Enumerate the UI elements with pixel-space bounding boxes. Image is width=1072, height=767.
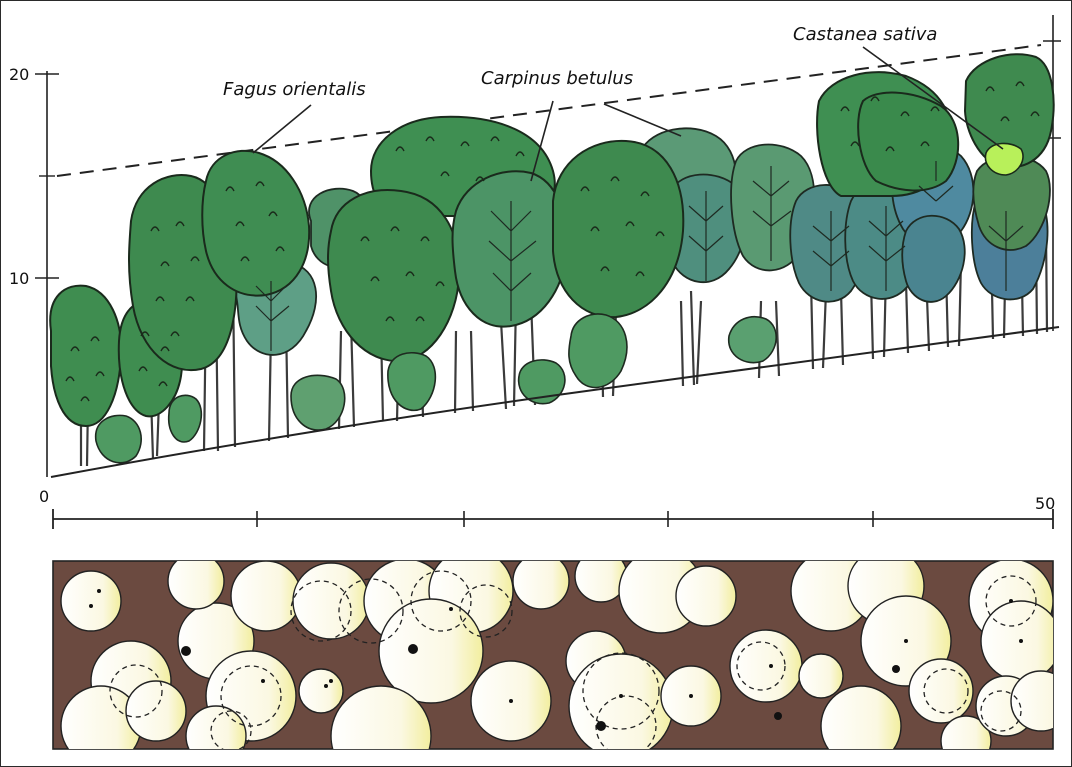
label-fagus-orientalis: Fagus orientalis <box>223 79 366 100</box>
distance-tick-50: 50 <box>1035 494 1055 513</box>
height-tick-10: 10 <box>9 269 29 288</box>
crown-projection-map <box>53 548 1071 766</box>
label-carpinus-betulus: Carpinus betulus <box>481 68 633 89</box>
distance-axis: 0 50 <box>39 487 1055 529</box>
height-tick-20: 20 <box>9 65 29 84</box>
profile-diagram: 20 10 <box>9 15 1061 477</box>
height-axis: 20 10 <box>9 65 59 477</box>
distance-tick-0: 0 <box>39 487 49 506</box>
castanea-crown-highlight <box>985 143 1023 175</box>
label-castanea-sativa: Castanea sativa <box>793 24 937 45</box>
